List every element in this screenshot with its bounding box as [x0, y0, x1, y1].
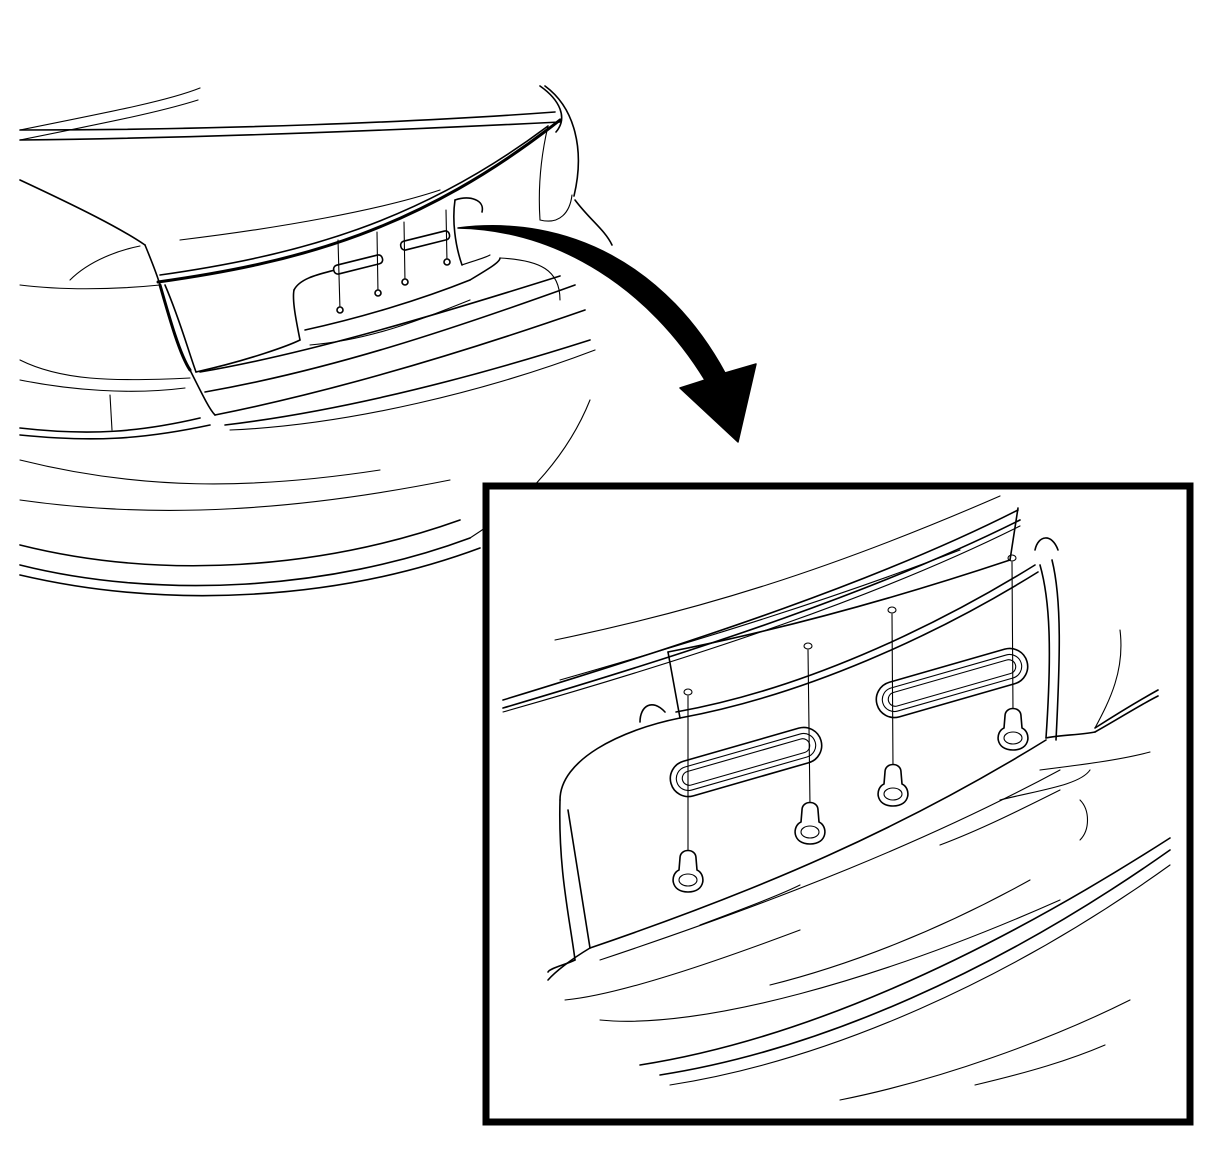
detail-fastener-3	[877, 606, 909, 807]
detail-pad-right	[875, 647, 1029, 719]
callout-arrow	[457, 225, 757, 443]
overview-fastener-2	[374, 231, 382, 297]
detail-fastener-1	[672, 688, 704, 893]
inset-frame	[482, 482, 1194, 1126]
overview-pad-right	[399, 230, 451, 251]
detail-fastener-4	[997, 554, 1029, 751]
overview-fastener-3	[401, 221, 409, 286]
overview-pad-left	[332, 254, 384, 275]
overview-vehicle-rear	[19, 85, 613, 597]
detail-fastener-2	[794, 642, 826, 845]
overview-fastener-1	[336, 239, 344, 314]
overview-fastener-4	[443, 209, 451, 266]
detail-inset	[482, 482, 1194, 1126]
